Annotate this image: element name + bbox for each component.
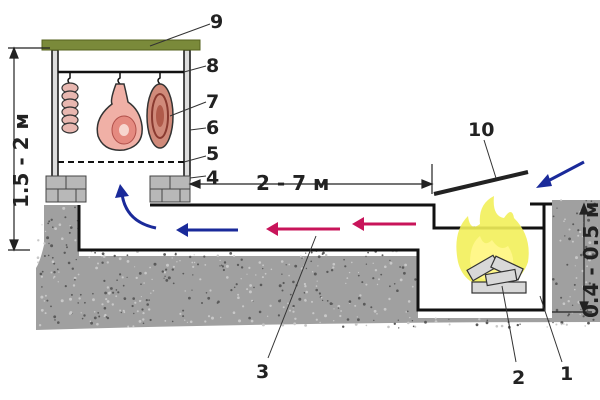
sausage-coil [61,82,79,134]
firebox-lid [433,170,529,196]
chamber-cover [41,39,201,51]
leader-lines [149,23,563,363]
label-7: 7 [206,91,219,113]
brick-base-left [45,175,87,203]
dimension-firebox-depth: 0.4 - 0.5 м [579,202,600,318]
label-4: 4 [206,167,219,189]
hooks [67,72,161,85]
brick-base-right [149,175,191,203]
label-8: 8 [206,55,219,77]
label-5: 5 [206,143,219,165]
ground [36,200,600,330]
sausage [146,83,174,149]
firewood [466,254,527,294]
label-1: 1 [560,363,573,385]
dimension-channel-length: 2 - 7 м [256,171,329,195]
chamber-wall-left [51,49,59,181]
ground-texture [36,199,599,329]
smoke-channel [77,204,546,312]
dimension-chamber-height: 1.5 - 2 м [9,113,33,208]
flow-arrows [115,160,585,237]
label-6: 6 [206,117,219,139]
dimension-lines [8,46,592,314]
label-10: 10 [468,119,494,141]
label-3: 3 [256,361,269,383]
label-9: 9 [210,11,223,33]
ham [96,83,143,151]
label-2: 2 [512,367,525,389]
